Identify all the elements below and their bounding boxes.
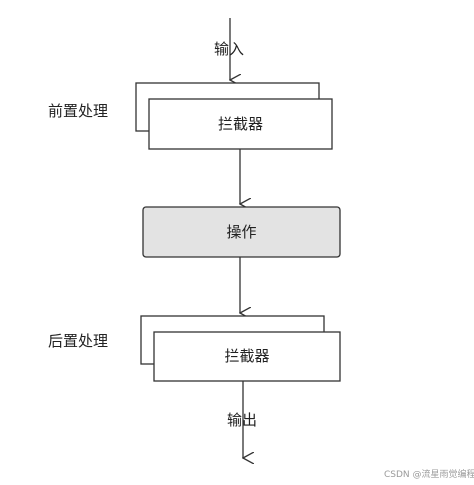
post-process-label: 后置处理 — [48, 332, 109, 350]
bottom-interceptor-box — [153, 331, 341, 382]
bottom-interceptor-text: 拦截器 — [224, 347, 270, 365]
watermark: CSDN @流星雨觉编程 — [384, 470, 474, 480]
input-label: 输入 — [214, 40, 245, 58]
output-label: 输出 — [227, 411, 258, 429]
pre-process-label: 前置处理 — [48, 102, 109, 120]
top-interceptor-box — [148, 98, 333, 150]
operation-text: 操作 — [226, 223, 257, 241]
top-interceptor-text: 拦截器 — [217, 115, 263, 133]
operation-box — [142, 206, 341, 258]
